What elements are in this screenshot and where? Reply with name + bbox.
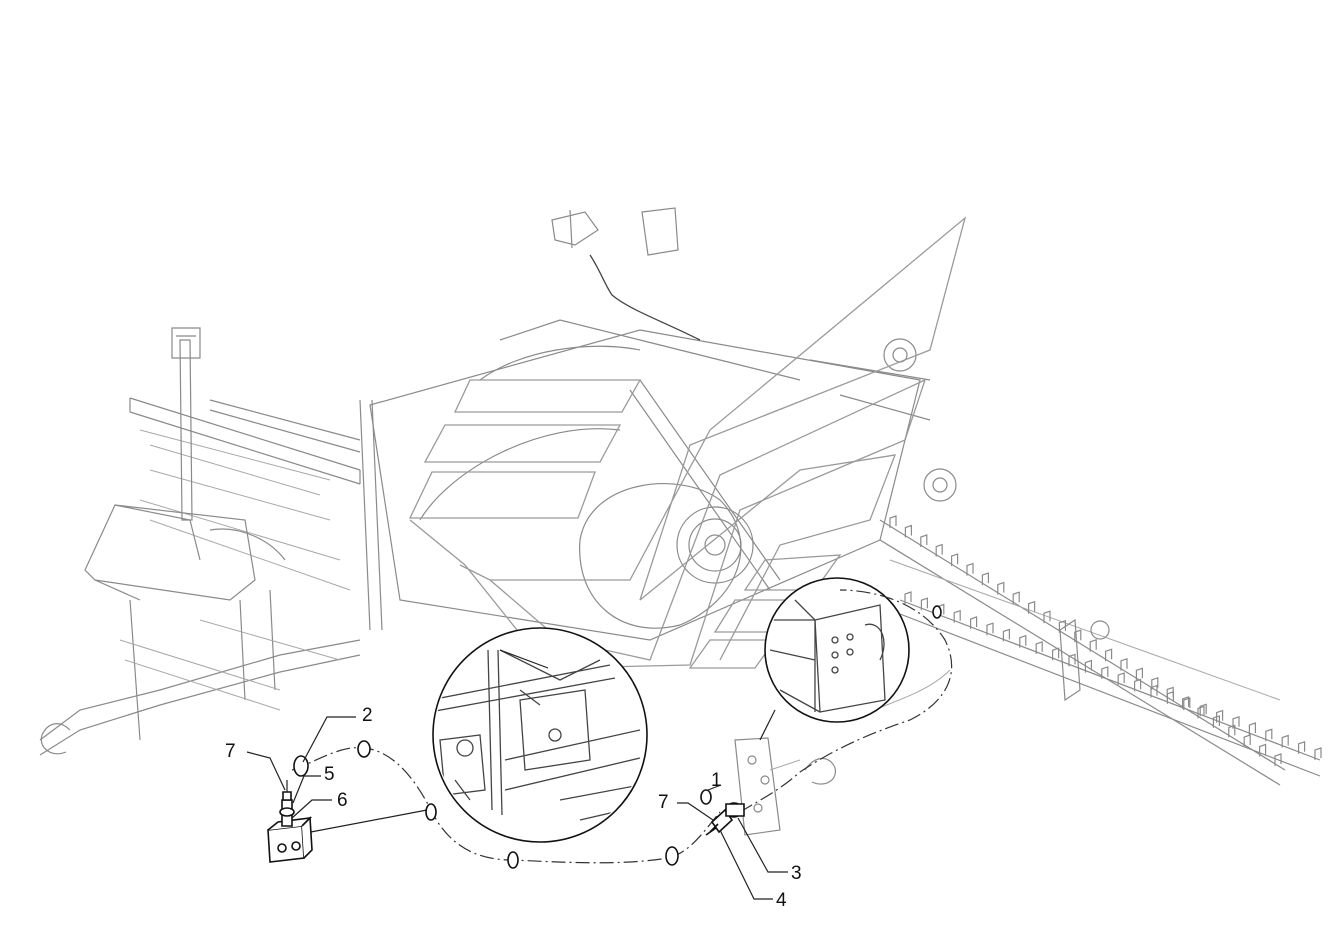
watermark-logo [408,216,967,669]
connector-assembly-right [700,789,745,836]
callout-leaders [246,716,788,900]
callout-7-right: 7 [658,792,669,813]
callout-5: 5 [324,764,335,785]
callout-6: 6 [337,790,348,811]
callout-4: 4 [776,890,787,911]
machine-background-drawing [39,207,1322,836]
callout-labels: 7 2 5 6 1 7 3 4 [225,705,802,911]
connector-assembly-left [267,780,313,863]
wiring-harness [291,589,953,869]
callout-3: 3 [791,863,802,884]
callout-2: 2 [362,705,373,726]
callout-7-left: 7 [225,741,236,762]
callout-1: 1 [711,770,722,791]
detail-view-frame-section [432,627,648,843]
detail-view-bracket [759,577,910,741]
